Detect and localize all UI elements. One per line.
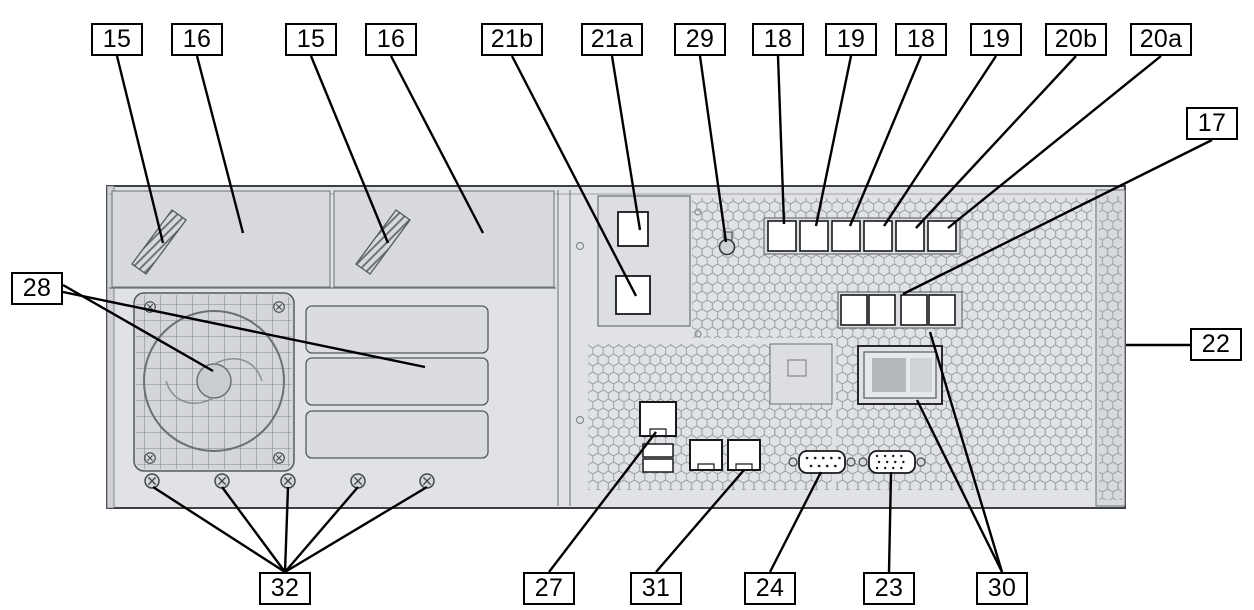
- callout-28: 28: [11, 272, 63, 305]
- sfp-port-1: [840, 294, 868, 326]
- ethernet-port-a: [689, 439, 723, 471]
- sfp-port-2: [868, 294, 896, 326]
- callout-27: 27: [523, 572, 575, 605]
- serial-port-24: [798, 450, 846, 474]
- callout-23: 23: [863, 572, 915, 605]
- net-port-4: [863, 220, 893, 252]
- ethernet-port-27: [639, 401, 677, 437]
- callout-16-b: 16: [365, 23, 417, 56]
- callout-32: 32: [259, 572, 311, 605]
- callout-18-a: 18: [752, 23, 804, 56]
- callout-19-a: 19: [825, 23, 877, 56]
- net-port-1: [767, 220, 797, 252]
- callout-29: 29: [674, 23, 726, 56]
- callout-24: 24: [744, 572, 796, 605]
- blank-bays: [305, 305, 489, 459]
- blank-bay-1: [305, 305, 489, 354]
- psu-bays: [109, 190, 556, 289]
- riser-card: [597, 195, 736, 327]
- callout-18-b: 18: [895, 23, 947, 56]
- callout-20b: 20b: [1045, 23, 1107, 56]
- callout-31: 31: [630, 572, 682, 605]
- net-port-3: [831, 220, 861, 252]
- callout-21a: 21a: [581, 23, 643, 56]
- sfp-port-4: [928, 294, 956, 326]
- port-21b: [615, 275, 651, 315]
- callout-20a: 20a: [1130, 23, 1192, 56]
- usb-port-1: [642, 443, 674, 458]
- bottom-io-ports: [639, 401, 926, 474]
- callout-19-b: 19: [970, 23, 1022, 56]
- module-30: [769, 343, 943, 405]
- blank-bay-2: [305, 357, 489, 406]
- fan-hub: [196, 363, 232, 399]
- callout-21b: 21b: [481, 23, 543, 56]
- ethernet-port-31: [727, 439, 761, 471]
- blank-bay-3: [305, 410, 489, 459]
- fan-grille: [133, 292, 295, 472]
- network-port-row: [763, 217, 961, 255]
- usb-port-2: [642, 458, 674, 473]
- vga-port-23: [868, 450, 916, 474]
- sfp-cages: [837, 291, 963, 329]
- callout-16-a: 16: [171, 23, 223, 56]
- net-port-2: [799, 220, 829, 252]
- callout-17: 17: [1186, 107, 1238, 140]
- callout-22: 22: [1190, 328, 1242, 361]
- connector-29: [718, 238, 736, 256]
- callout-30: 30: [976, 572, 1028, 605]
- sfp-port-3: [900, 294, 928, 326]
- leader-lines: [62, 55, 1213, 574]
- callout-15-a: 15: [91, 23, 143, 56]
- port-21a: [617, 211, 649, 247]
- fan-ring: [143, 310, 285, 452]
- callout-15-b: 15: [285, 23, 337, 56]
